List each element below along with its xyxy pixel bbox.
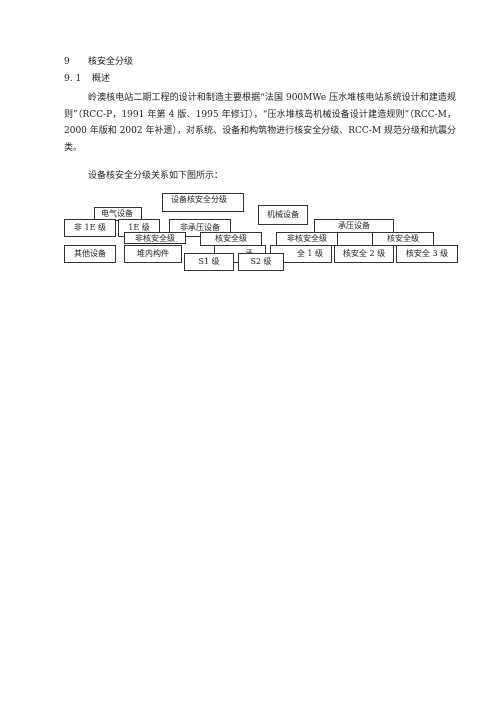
node-safety-2: 核安全 2 级 <box>334 245 394 263</box>
node-pressure: 承压设备 <box>314 219 394 233</box>
subsection-title: 概述 <box>92 74 111 84</box>
node-non-nuclear-safety-b: 非核安全级 <box>276 232 338 246</box>
node-nuclear-safety-b: 核安全级 <box>372 232 434 246</box>
node-nuclear-safety-a: 核安全级 <box>200 232 262 246</box>
node-non-nuclear-safety-a: 非核安全级 <box>124 232 186 244</box>
diagram-caption: 设备核安全分级关系如下图所示： <box>88 171 224 181</box>
intro-paragraph: 岭澳核电站二期工程的设计和制造主要根据“法国 900MWe 压水堆核电站系统设计… <box>64 90 456 156</box>
section-number: 9 <box>64 57 70 67</box>
node-s1: S1 级 <box>184 253 234 271</box>
node-s2: S2 级 <box>238 253 284 271</box>
node-mechanical: 机械设备 <box>258 205 308 225</box>
node-non-1e: 非 1E 级 <box>64 219 116 237</box>
subsection-number: 9. 1 <box>64 74 82 84</box>
node-other-equipment: 其他设备 <box>64 245 116 263</box>
section-title: 核安全分级 <box>88 57 134 67</box>
node-reactor-internals: 堆内构件 <box>124 245 182 263</box>
node-root: 设备核安全分级 <box>162 193 244 212</box>
node-safety-3: 核安全 3 级 <box>396 245 458 263</box>
intro-paragraph-text: 岭澳核电站二期工程的设计和制造主要根据“法国 900MWe 压水堆核电站系统设计… <box>64 93 456 153</box>
